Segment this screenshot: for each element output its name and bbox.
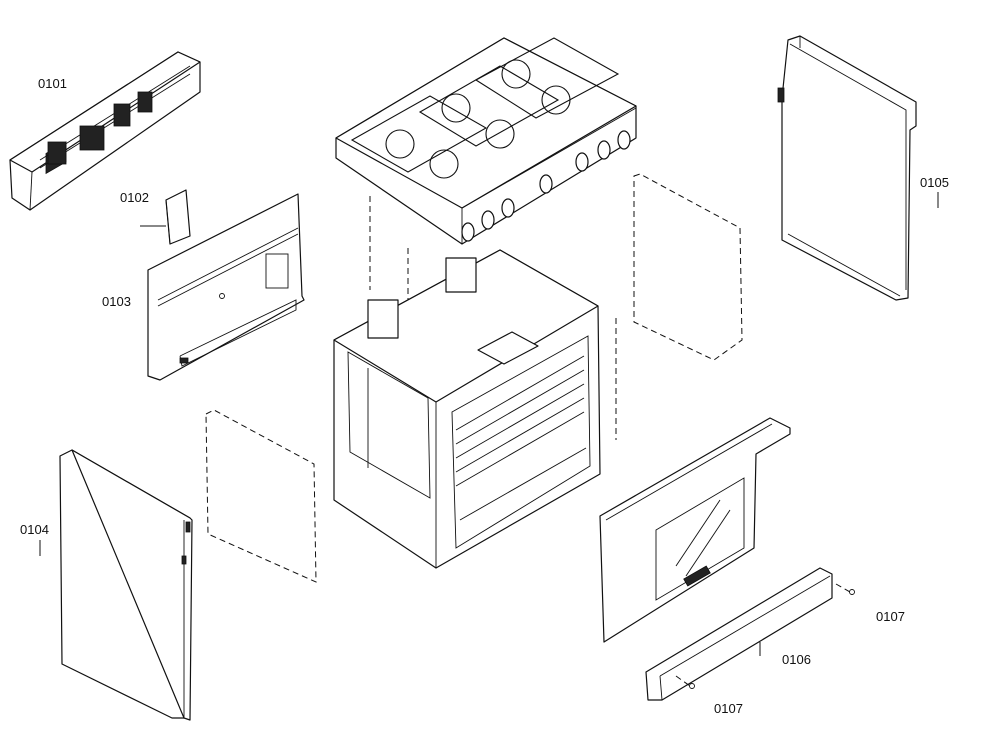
part-dashed-panel-right [633, 173, 743, 361]
part-0106-kick-panel[interactable] [645, 567, 833, 701]
cooktop-assembly[interactable] [335, 37, 637, 290]
label-0107-bottom: 0107 [714, 701, 743, 716]
label-0105: 0105 [920, 175, 949, 190]
burner-grates [385, 59, 571, 179]
oven-racks [455, 355, 585, 487]
oven-body[interactable] [333, 248, 617, 569]
part-0107-screw-right[interactable] [835, 583, 855, 595]
part-0101-back-guard[interactable] [9, 51, 201, 211]
label-0106: 0106 [782, 652, 811, 667]
label-0102: 0102 [120, 190, 149, 205]
part-0105-side-panel[interactable] [777, 35, 917, 301]
part-0107-screw-bottom[interactable] [675, 675, 695, 689]
vent-grille [47, 91, 153, 165]
part-dashed-panel-left [205, 409, 317, 583]
label-0107-right: 0107 [876, 609, 905, 624]
part-0103-rear-panel[interactable] [147, 193, 305, 381]
oven-door[interactable] [599, 417, 791, 643]
label-0101: 0101 [38, 76, 67, 91]
label-0103: 0103 [102, 294, 131, 309]
control-knobs [461, 130, 631, 242]
label-0104: 0104 [20, 522, 49, 537]
part-0104-side-panel[interactable] [59, 449, 193, 721]
part-0102-bracket[interactable] [165, 189, 191, 245]
